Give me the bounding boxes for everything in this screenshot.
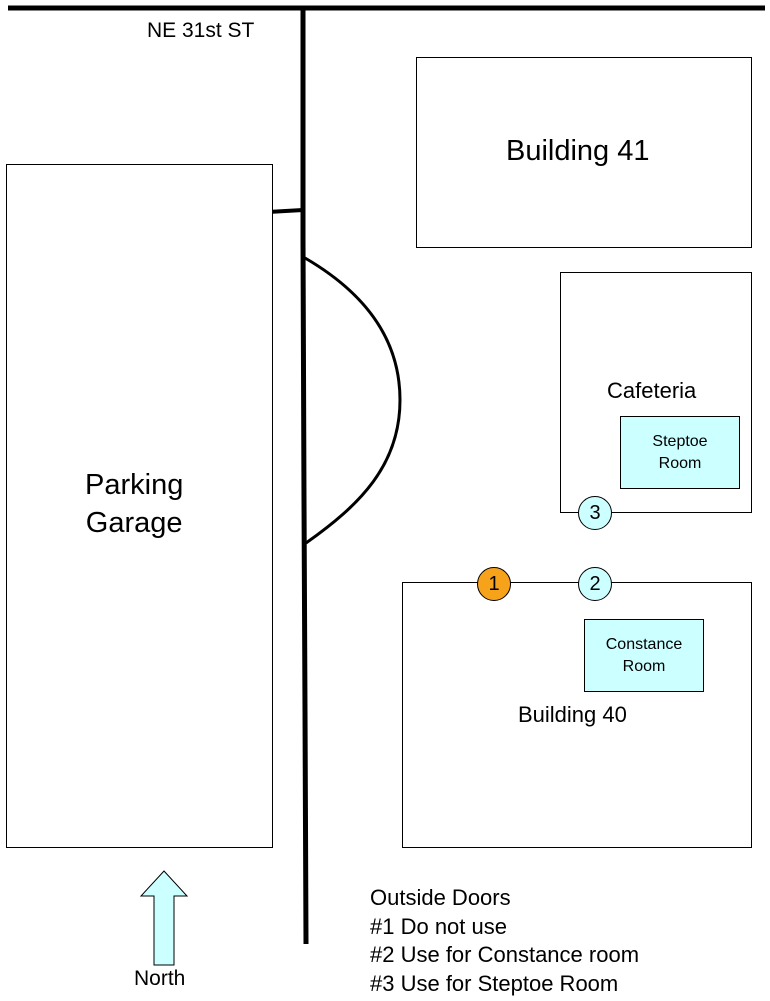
garage-entrance-road [267, 208, 304, 214]
constance-room: Constance Room [584, 619, 704, 692]
constance-room-label-line1: Constance [605, 635, 683, 653]
legend-item: #3 Use for Steptoe Room [370, 970, 619, 996]
parking-garage-label: Parking Garage [85, 466, 183, 542]
street-label: NE 31st ST [147, 19, 255, 42]
parking-garage [6, 164, 273, 848]
building-40-label: Building 40 [518, 702, 627, 727]
door-1-marker: 1 [477, 567, 511, 601]
door-3-number: 3 [589, 501, 601, 524]
cafeteria-label: Cafeteria [607, 378, 697, 403]
legend-title: Outside Doors [370, 885, 511, 910]
door-2-number: 2 [589, 572, 601, 595]
constance-room-label-line2: Room [622, 657, 666, 675]
door-1-number: 1 [488, 572, 500, 595]
steptoe-room-label-line1: Steptoe [652, 432, 708, 450]
steptoe-room: Steptoe Room [620, 416, 740, 489]
access-road [300, 8, 309, 945]
legend-item: #1 Do not use [370, 913, 507, 939]
north-arrow-shape [139, 870, 189, 966]
door-legend: Outside Doors #1 Do not use #2 Use for C… [370, 884, 639, 998]
building-41-label: Building 41 [506, 135, 650, 167]
loop-drive [304, 256, 402, 545]
building-41 [416, 57, 752, 248]
steptoe-room-label-line2: Room [658, 454, 702, 472]
parking-garage-label-line2: Garage [85, 507, 183, 539]
north-arrow-icon [139, 870, 189, 966]
north-label: North [134, 967, 186, 990]
parking-garage-label-line1: Parking [85, 469, 184, 501]
door-3-marker: 3 [578, 496, 612, 530]
legend-item: #2 Use for Constance room [370, 942, 640, 967]
door-2-marker: 2 [578, 567, 612, 601]
